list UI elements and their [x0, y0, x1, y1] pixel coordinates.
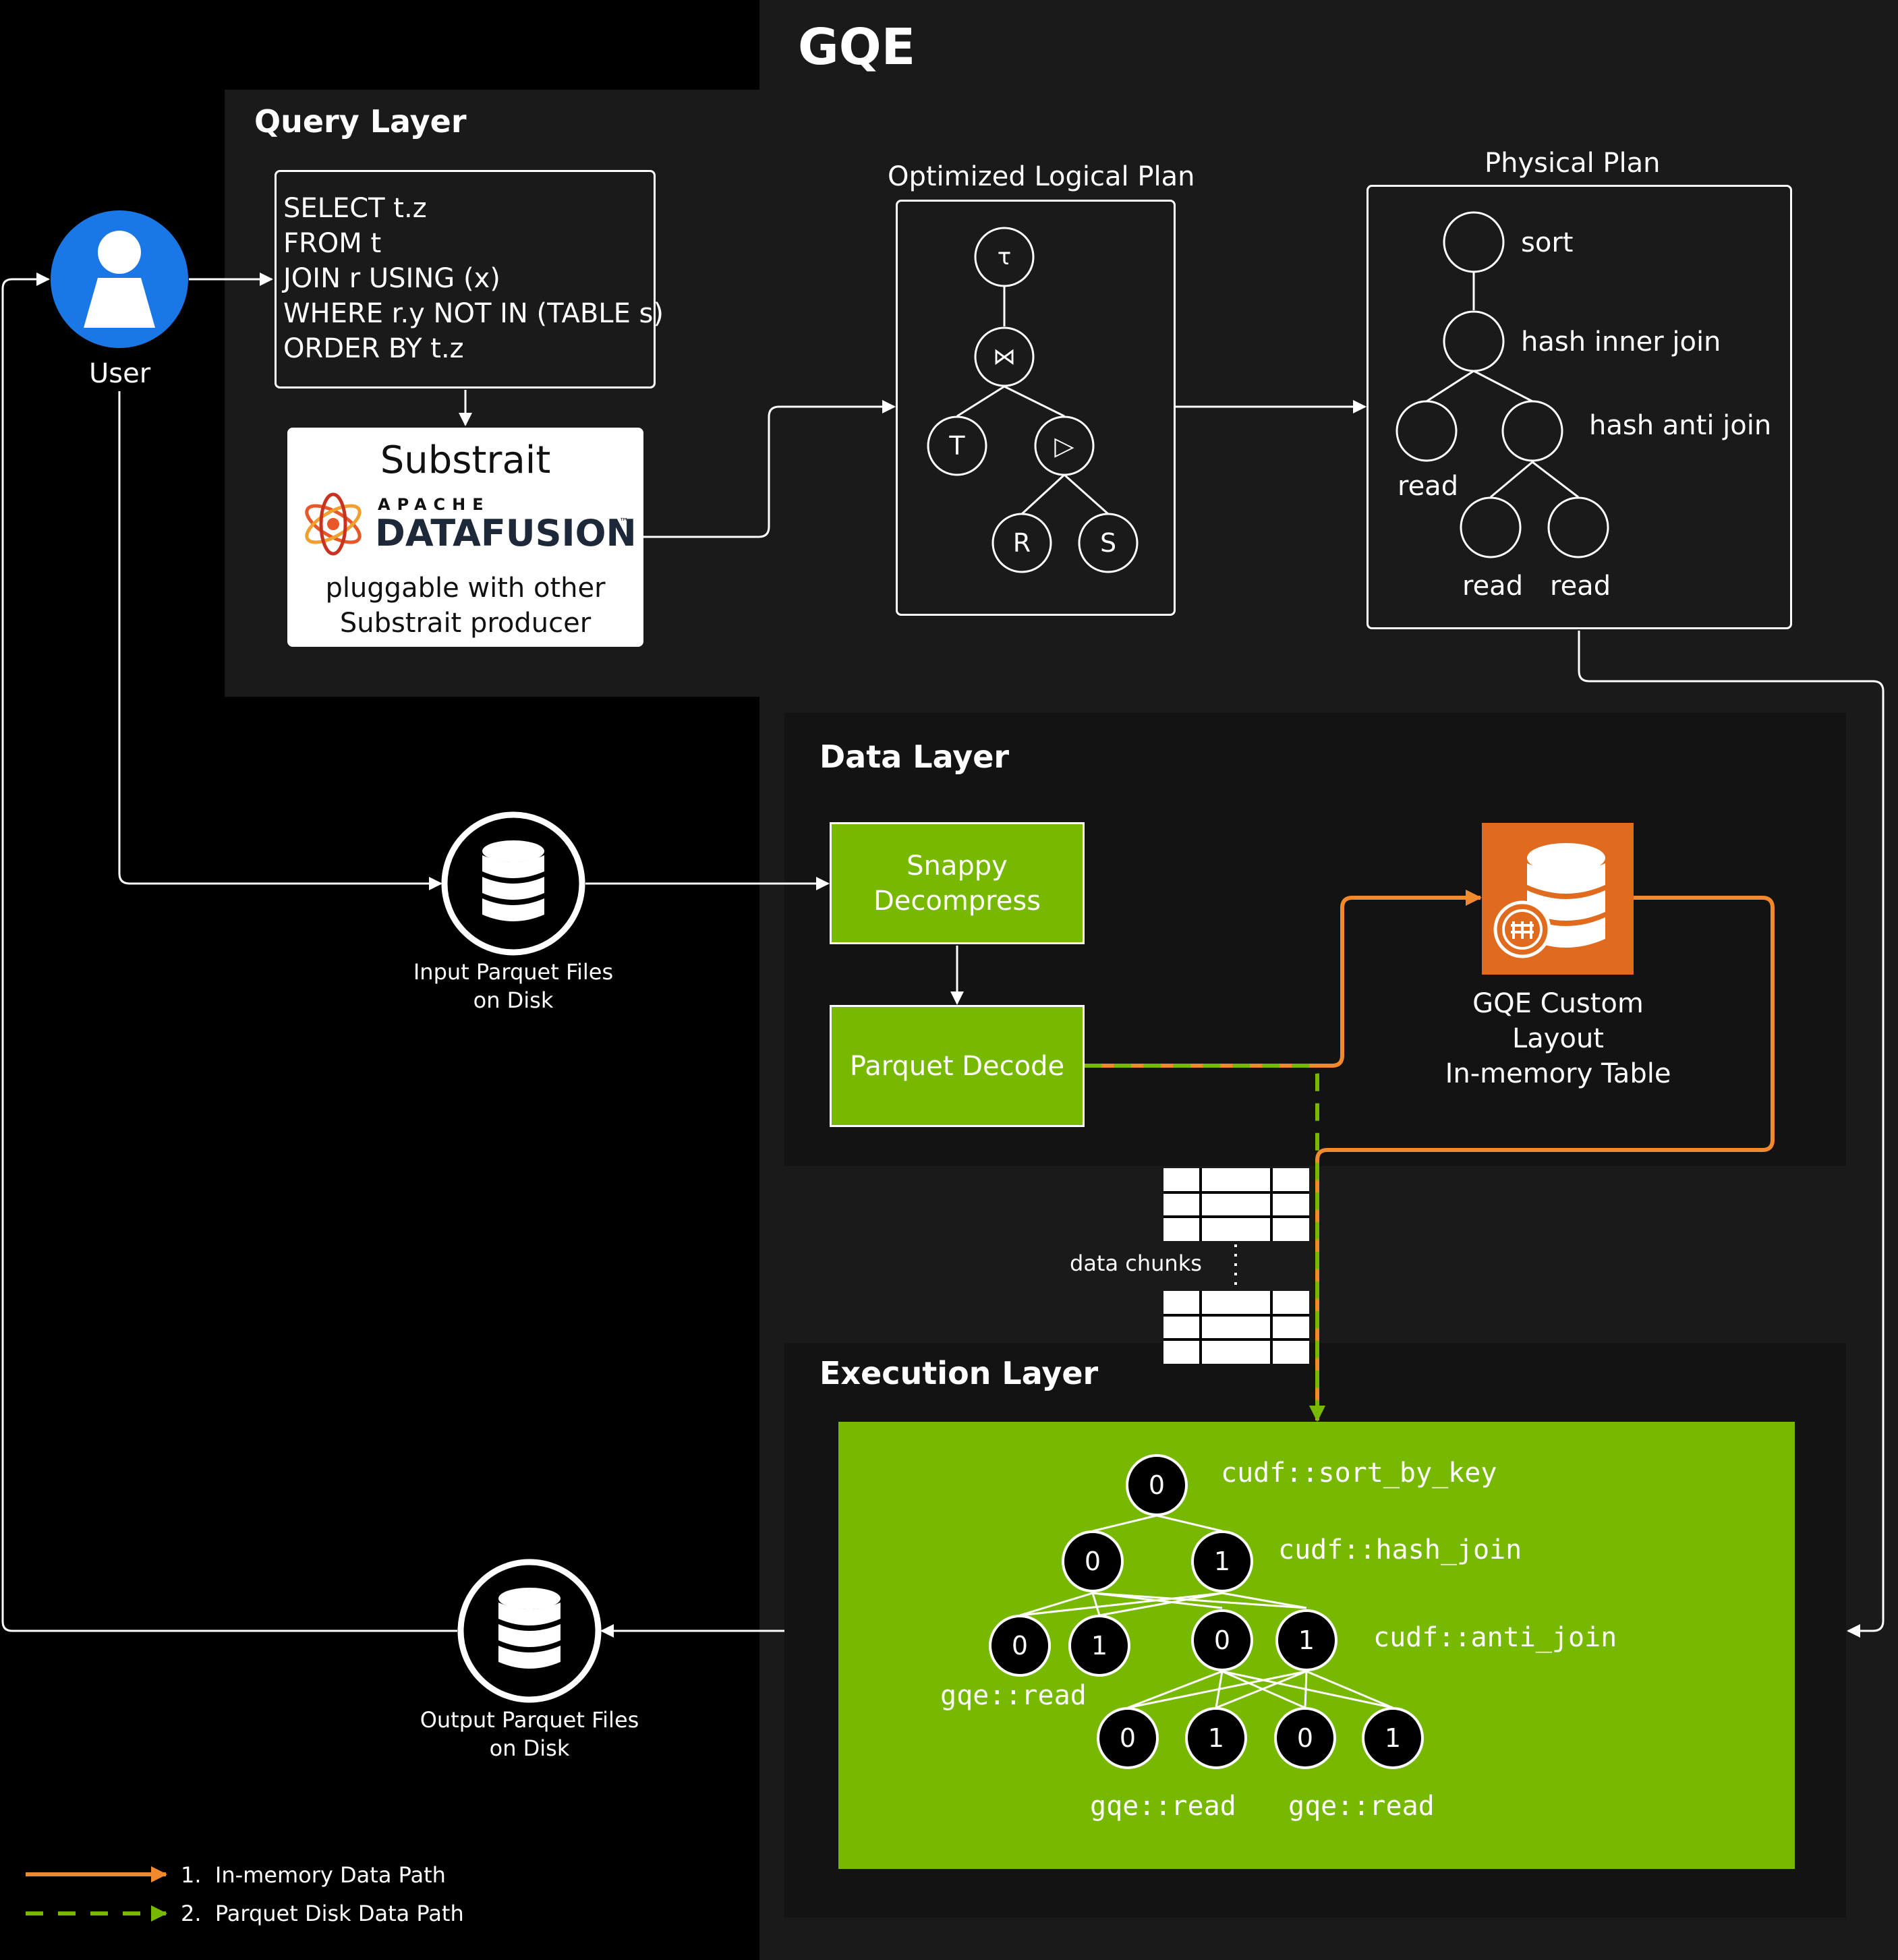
logical-node-join: ⋈ [993, 343, 1016, 370]
exec-node: 1 [1207, 1723, 1225, 1753]
orange-path-decode-to-table [1084, 890, 1482, 1068]
arrow-substrait-to-logical [643, 400, 896, 538]
logical-node-r: R [1012, 528, 1031, 558]
exec-op-sort: cudf::sort_by_key [1221, 1458, 1497, 1489]
execution-layer-title: Execution Layer [819, 1355, 1099, 1391]
user-icon [51, 210, 188, 348]
substrait-title: Substrait [380, 438, 551, 482]
logical-node-t: T [949, 431, 965, 461]
snappy-decompress-box: Snappy Decompress [830, 822, 1085, 944]
green-path-decode-to-execution [1084, 1064, 1325, 1422]
arrow-physical-to-execution [1578, 631, 1885, 1638]
logical-node-antijoin: ▷ [1054, 431, 1074, 461]
legend-item-parquet: 2. Parquet Disk Data Path [181, 1901, 464, 1926]
exec-node: 1 [1091, 1631, 1108, 1661]
physical-plan-tree [1396, 211, 1609, 558]
datafusion-logo-tm: ™ [619, 517, 629, 527]
physical-plan-title: Physical Plan [1485, 148, 1661, 179]
data-layer-title: Data Layer [819, 739, 1010, 775]
input-files-label: Input Parquet Files on Disk [413, 959, 614, 1013]
substrait-desc-line: pluggable with other [325, 573, 606, 604]
physical-label-sort: sort [1521, 227, 1574, 258]
parquet-decode-box: Parquet Decode [830, 1005, 1085, 1127]
gqe-title: GQE [798, 18, 916, 76]
sql-line: ORDER BY t.z [283, 333, 464, 364]
exec-op-anti-join: cudf::anti_join [1373, 1622, 1617, 1653]
exec-node: 0 [1119, 1723, 1137, 1753]
exec-node: 0 [1084, 1547, 1101, 1576]
sql-line: SELECT t.z [283, 193, 427, 224]
custom-layout-label: GQE Custom Layout In-memory Table [1445, 988, 1671, 1089]
user-label: User [89, 358, 151, 389]
physical-label-read: read [1398, 471, 1459, 502]
exec-op-read: gqe::read [1288, 1791, 1435, 1822]
output-files-label: Output Parquet Files on Disk [420, 1707, 639, 1761]
logical-node-s: S [1099, 528, 1117, 558]
physical-label-anti-join: hash anti join [1589, 410, 1772, 441]
sql-line: JOIN r USING (x) [283, 263, 500, 294]
orange-path-table-to-execution [1309, 896, 1775, 1422]
substrait-desc-line: Substrait producer [339, 608, 592, 639]
exec-node: 1 [1384, 1723, 1402, 1753]
exec-node: 0 [1011, 1631, 1029, 1661]
input-disk-icon [441, 811, 585, 956]
exec-op-hash-join: cudf::hash_join [1278, 1534, 1522, 1565]
substrait-card: Substrait APACHE DATAFUSION ™ pluggable … [287, 428, 643, 647]
exec-node: 0 [1148, 1470, 1166, 1500]
logical-plan-tree [927, 227, 1139, 573]
physical-label-read: read [1462, 571, 1524, 602]
arrow-output-to-user [1, 272, 457, 1632]
exec-op-read: gqe::read [940, 1680, 1087, 1711]
exec-node: 1 [1213, 1547, 1231, 1576]
data-chunk-table-icon [1163, 1168, 1309, 1241]
legend-item-inmemory: 1. In-memory Data Path [181, 1862, 446, 1888]
data-chunks-label: data chunks [1070, 1250, 1202, 1276]
data-chunk-table-icon [1163, 1291, 1309, 1364]
logical-node-sort: τ [997, 243, 1012, 270]
physical-label-inner-join: hash inner join [1521, 326, 1721, 357]
custom-layout-table-icon [1482, 823, 1634, 975]
exec-node: 0 [1213, 1625, 1231, 1655]
query-layer-title: Query Layer [254, 103, 467, 140]
sql-query-box: SELECT t.z FROM t JOIN r USING (x) WHERE… [275, 170, 664, 388]
datafusion-logo-apache: APACHE [378, 495, 490, 514]
sql-line: WHERE r.y NOT IN (TABLE s) [283, 298, 664, 329]
logical-plan-box [896, 200, 1176, 616]
output-disk-icon [457, 1559, 602, 1703]
exec-op-read: gqe::read [1090, 1791, 1236, 1822]
physical-label-read: read [1550, 571, 1611, 602]
logical-plan-title: Optimized Logical Plan [888, 161, 1195, 192]
datafusion-logo-name: DATAFUSION [375, 512, 637, 554]
physical-plan-box [1367, 185, 1792, 629]
exec-node: 0 [1296, 1723, 1314, 1753]
sql-line: FROM t [283, 228, 382, 259]
arrow-user-to-input [118, 391, 442, 890]
datafusion-logo-icon [305, 492, 362, 556]
exec-node: 1 [1298, 1625, 1315, 1655]
